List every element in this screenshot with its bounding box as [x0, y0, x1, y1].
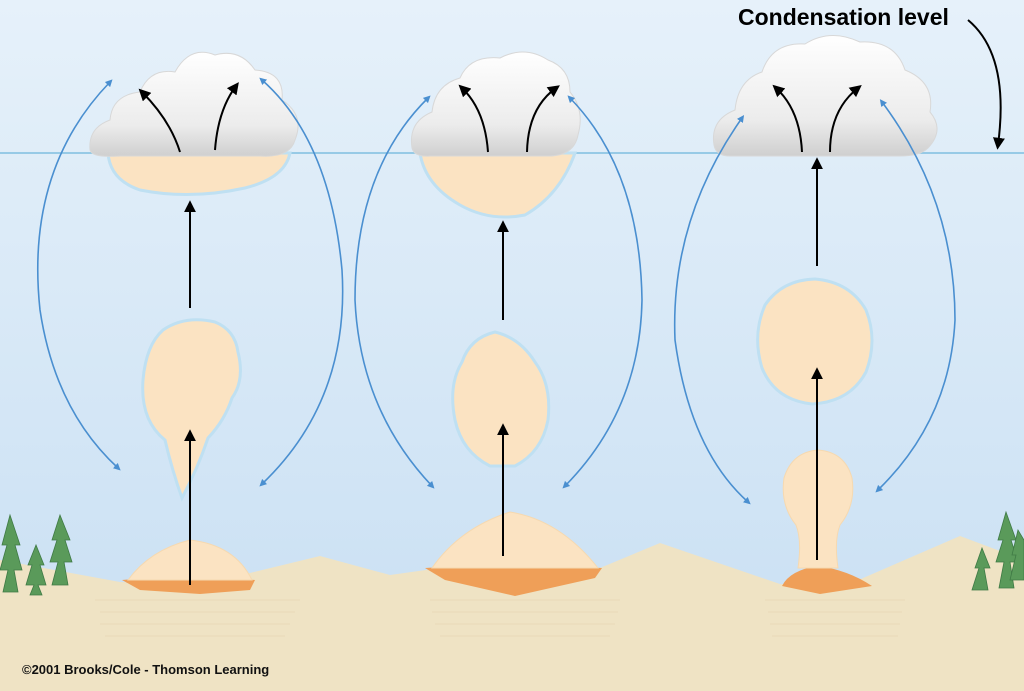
- sinking-arrow-2-left: [354, 95, 435, 489]
- ground: [0, 536, 1024, 691]
- sinking-arrow-3-right: [875, 99, 956, 493]
- warm-air-bubble-2: [431, 511, 600, 569]
- rising-arrow-2d: [526, 85, 560, 153]
- sinking-arrow-3-left: [673, 115, 751, 505]
- heated-patch-3: [782, 566, 872, 594]
- heated-patch-1: [122, 577, 255, 594]
- rising-arrow-3c: [772, 84, 803, 153]
- rising-arrow-1c: [138, 88, 181, 153]
- circulation-arrows: [37, 77, 956, 505]
- trees-right: [971, 510, 1024, 591]
- cumulus-cloud-2: [410, 51, 581, 157]
- heated-patch-2: [425, 565, 602, 596]
- rising-thermal-2: [451, 330, 551, 468]
- rising-arrow-1d: [214, 82, 239, 151]
- sinking-arrow-1-right: [259, 77, 344, 487]
- rising-arrow-2c: [458, 84, 489, 153]
- rising-thermal-3: [756, 277, 874, 406]
- sinking-arrow-2-right: [562, 95, 643, 489]
- rising-air-arrows: [138, 19, 1005, 585]
- rising-thermal-1: [141, 318, 242, 502]
- copyright-credit: ©2001 Brooks/Cole - Thomson Learning: [22, 662, 270, 677]
- rising-arrow-3d: [829, 85, 862, 153]
- thermal-column-2: [410, 51, 602, 596]
- ground-texture: [95, 599, 905, 637]
- trees-left: [0, 513, 73, 596]
- sinking-arrow-1-left: [37, 79, 121, 471]
- condensation-level-pointer: [967, 19, 1005, 150]
- condensation-level-label: Condensation level: [738, 4, 949, 30]
